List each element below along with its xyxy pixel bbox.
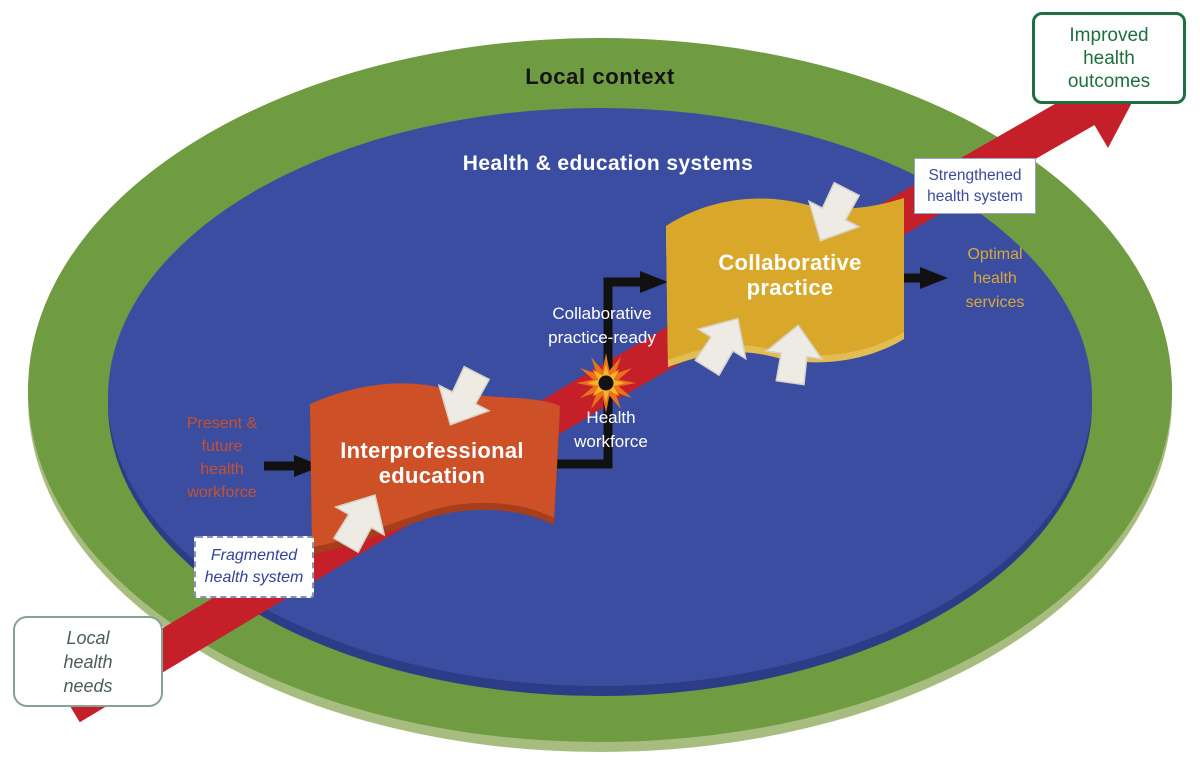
white-arrow-yellow-bottom-left-icon (694, 317, 747, 377)
collaborative-practice-label: Collaborative practice (718, 250, 862, 300)
white-arrow-orange-top-icon (437, 365, 491, 426)
yellow-banner (666, 198, 904, 360)
health-education-systems-label: Health & education systems (462, 152, 754, 175)
improved-health-outcomes-box: Improved health outcomes (1032, 12, 1186, 104)
optimal-health-services-label: Optimal health services (965, 246, 1025, 311)
health-workforce-label: Health workforce (574, 408, 648, 451)
local-health-needs-box: Local health needs (13, 616, 163, 707)
collaborative-practice-ready-label: Collaborative practice-ready (548, 304, 656, 347)
white-arrow-yellow-top-icon (807, 181, 861, 242)
fragmented-health-system-box: Fragmented health system (194, 536, 314, 598)
starburst-icon (576, 353, 636, 413)
strengthened-health-system-box: Strengthened health system (914, 158, 1036, 214)
interprofessional-education-label: Interprofessional education (340, 438, 524, 488)
white-arrows-group (332, 181, 861, 554)
present-future-workforce-label: Present & future health workforce (186, 415, 258, 501)
white-arrow-orange-bottom-icon (332, 494, 386, 554)
white-arrow-yellow-bottom-mid-icon (764, 324, 824, 386)
local-context-label: Local context (525, 64, 675, 89)
